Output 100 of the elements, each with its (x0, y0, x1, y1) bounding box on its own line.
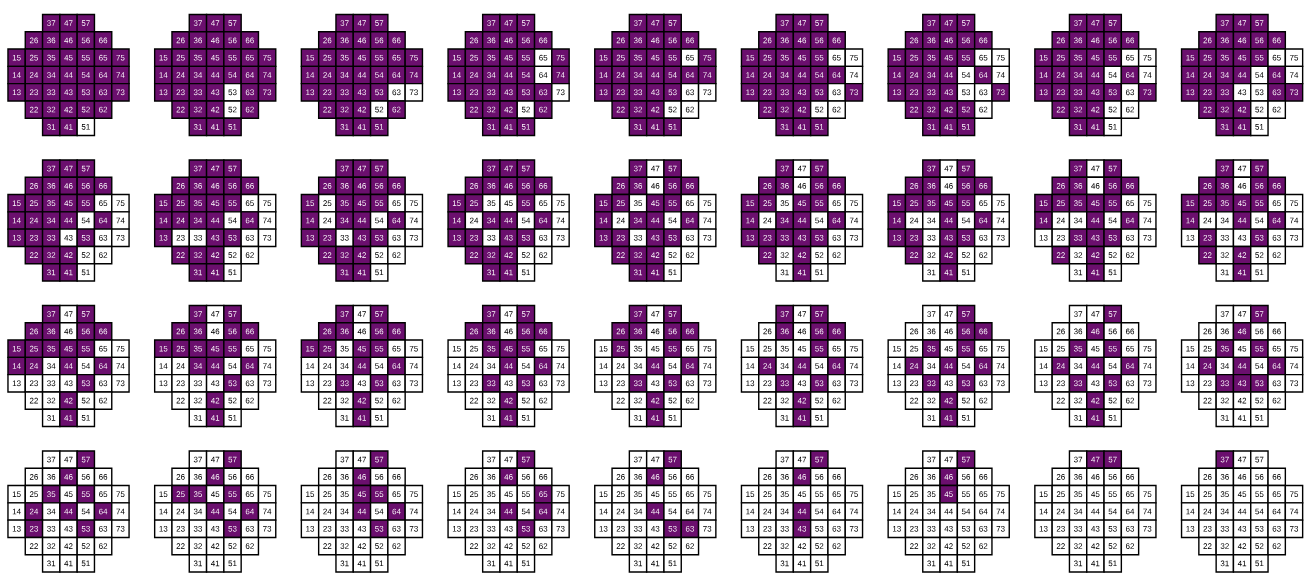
board-cell: 44 (205, 356, 225, 376)
board-cell: 41 (352, 263, 372, 282)
board-cell: 22 (1051, 391, 1071, 410)
board-cell: 41 (1086, 117, 1105, 137)
board-cell: 54 (516, 65, 536, 85)
board-cell: 57 (956, 13, 976, 33)
board-cell: 36 (1068, 31, 1088, 50)
board-cell: 52 (369, 100, 389, 119)
board-cell: 42 (792, 100, 812, 119)
board-cell: 35 (1215, 484, 1235, 504)
board-cell: 44 (645, 211, 665, 230)
board-cell: 37 (628, 304, 648, 324)
board-cell: 66 (1120, 322, 1140, 341)
board-cell: 36 (1068, 467, 1088, 487)
board-cell: 73 (257, 228, 277, 248)
board-cell: 74 (991, 211, 1010, 230)
board-cell: 44 (205, 502, 225, 521)
board-cell: 65 (93, 484, 113, 504)
board-cell: 54 (663, 65, 682, 85)
board-cell: 56 (1250, 467, 1269, 487)
board-cell: 41 (352, 408, 372, 428)
board-cell: 65 (93, 339, 113, 359)
board-cell: 45 (645, 484, 665, 504)
board-cell: 74 (1137, 65, 1157, 85)
board-cell: 44 (1232, 211, 1252, 230)
board-cell: 51 (1103, 408, 1123, 428)
board-cell: 37 (1068, 450, 1088, 469)
board-cell: 57 (516, 159, 536, 178)
board-cell: 36 (922, 467, 941, 487)
board-cell: 24 (758, 356, 777, 376)
board-cell: 51 (663, 408, 682, 428)
board-cell: 24 (611, 502, 631, 521)
board-cell: 75 (1137, 193, 1157, 213)
board-cell: 14 (887, 65, 907, 85)
board-cell: 14 (7, 356, 26, 376)
board-cell: 15 (447, 339, 467, 359)
board-cell: 13 (153, 82, 173, 102)
board-cell: 73 (111, 82, 130, 102)
board-cell: 53 (1250, 82, 1269, 102)
board-cell: 35 (481, 339, 501, 359)
board-cell: 74 (257, 502, 277, 521)
board-cell: 65 (240, 48, 260, 68)
board-cell: 26 (1051, 31, 1071, 50)
board-cell: 54 (809, 65, 829, 85)
board-cell: 54 (516, 356, 536, 376)
board-cell: 66 (1267, 176, 1287, 196)
board-cell: 54 (369, 356, 389, 376)
board-cell: 63 (680, 82, 700, 102)
board-cell: 15 (594, 339, 613, 359)
board-cell: 31 (1215, 263, 1235, 282)
board-cell: 63 (93, 82, 113, 102)
board-cell: 31 (41, 263, 61, 282)
board-cell: 55 (663, 193, 682, 213)
board-cell: 51 (1250, 554, 1269, 573)
board-cell: 74 (404, 65, 424, 85)
board-cell: 43 (59, 519, 78, 539)
board-cell: 23 (464, 228, 484, 248)
board-cell: 63 (1120, 82, 1140, 102)
board-cell: 57 (1250, 304, 1269, 324)
board-cell: 54 (1103, 502, 1123, 521)
board-cell: 47 (792, 304, 812, 324)
board-cell: 35 (775, 339, 795, 359)
board-cell: 24 (171, 502, 190, 521)
board-cell: 45 (792, 48, 812, 68)
board-cell: 43 (205, 373, 225, 393)
board-cell: 23 (317, 228, 337, 248)
board-cell: 23 (171, 373, 190, 393)
board-cell: 64 (1267, 356, 1287, 376)
board-cell: 37 (1215, 13, 1235, 33)
board-cell: 26 (171, 31, 190, 50)
board-cell: 52 (369, 391, 389, 410)
board-cell: 73 (1137, 228, 1157, 248)
board-cell: 33 (628, 519, 648, 539)
board-cell: 26 (758, 31, 777, 50)
board-cell: 75 (1284, 193, 1304, 213)
board-cell: 35 (922, 48, 941, 68)
board-cell: 44 (939, 356, 959, 376)
board-cell: 25 (464, 339, 484, 359)
board-cell: 73 (844, 519, 864, 539)
board-cell: 35 (628, 339, 648, 359)
board-cell: 41 (205, 117, 225, 137)
board-cell: 25 (1198, 48, 1217, 68)
board-cell: 64 (240, 65, 260, 85)
board-cell: 22 (758, 100, 777, 119)
board-cell: 62 (1120, 245, 1140, 265)
board-cell: 45 (1086, 48, 1105, 68)
board-cell: 15 (887, 484, 907, 504)
board-cell: 64 (680, 65, 700, 85)
board-cell: 32 (1215, 100, 1235, 119)
board-cell: 56 (956, 31, 976, 50)
board-cell: 36 (628, 31, 648, 50)
board-cell: 73 (991, 82, 1010, 102)
board-cell: 46 (59, 31, 78, 50)
board-cell: 34 (188, 356, 208, 376)
board-cell: 52 (223, 391, 242, 410)
board-cell: 25 (611, 193, 631, 213)
board-cell: 54 (369, 502, 389, 521)
board-cell: 15 (887, 48, 907, 68)
board-cell: 45 (352, 484, 372, 504)
board-cell: 63 (93, 519, 113, 539)
